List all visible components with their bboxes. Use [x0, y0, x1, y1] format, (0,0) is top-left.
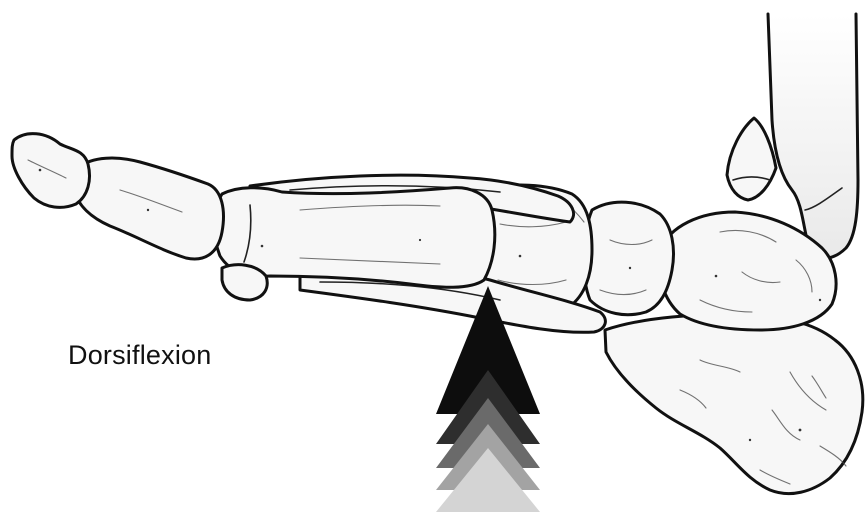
calcaneus	[605, 315, 863, 494]
proximal-phalanx	[73, 158, 223, 259]
dorsiflexion-label: Dorsiflexion	[68, 340, 211, 371]
distal-phalanx	[12, 134, 90, 208]
navicular	[584, 202, 674, 315]
fibula-malleolus	[727, 118, 776, 200]
sesamoid	[222, 265, 267, 300]
